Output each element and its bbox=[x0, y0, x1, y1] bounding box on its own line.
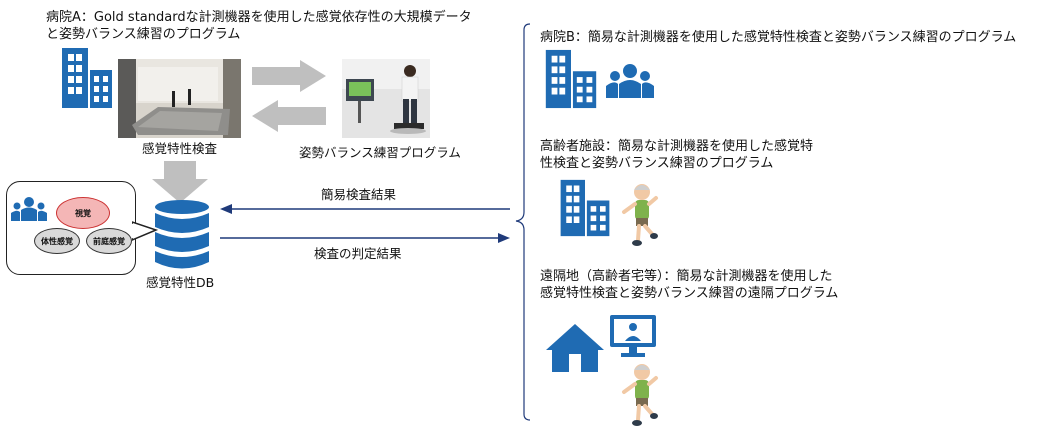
balance-training-caption: 姿勢バランス練習プログラム bbox=[299, 145, 461, 160]
judgement-result-label: 検査の判定結果 bbox=[314, 246, 402, 261]
visual-ellipse: 視覚 bbox=[56, 197, 110, 229]
simple-result-arrow bbox=[220, 204, 510, 214]
somatosensory-ellipse: 体性感覚 bbox=[34, 228, 80, 254]
visual-label: 視覚 bbox=[75, 208, 91, 218]
balance-training-photo bbox=[342, 59, 430, 138]
bubble-tail bbox=[132, 221, 158, 241]
judgement-result-arrow bbox=[220, 233, 510, 243]
group-people-icon bbox=[11, 197, 47, 221]
hospital-a-title-line2: と姿勢バランス練習のプログラム bbox=[46, 27, 241, 42]
sites-bracket bbox=[515, 23, 531, 421]
hospital-b-building-icon bbox=[545, 49, 597, 109]
down-arrow-icon bbox=[152, 161, 208, 203]
sensory-test-room-photo bbox=[118, 59, 241, 138]
hospital-b-people-icon bbox=[606, 64, 654, 98]
facility-building-icon bbox=[560, 179, 610, 237]
exchange-arrows-icon bbox=[252, 60, 326, 132]
simple-result-label: 簡易検査結果 bbox=[321, 187, 397, 202]
db-label: 感覚特性DB bbox=[146, 275, 215, 290]
facility-elderly-person-icon bbox=[622, 184, 658, 246]
site-facility-title-line1: 高齢者施設：簡易な計測機器を使用した感覚特 bbox=[540, 139, 814, 154]
site-facility-title-line2: 性検査と姿勢バランス練習のプログラム bbox=[540, 156, 774, 171]
home-icon bbox=[546, 324, 604, 372]
remote-elderly-person-icon bbox=[622, 364, 658, 426]
database-icon bbox=[155, 200, 209, 269]
remote-monitor-icon bbox=[610, 315, 656, 357]
site-hospital-b-title: 病院B：簡易な計測機器を使用した感覚特性検査と姿勢バランス練習のプログラム bbox=[540, 30, 1017, 45]
site-remote-title-line1: 遠隔地（高齢者宅等）：簡易な計測機器を使用した bbox=[540, 269, 833, 284]
hospital-building-icon bbox=[62, 48, 112, 108]
vestibular-label: 前庭感覚 bbox=[93, 236, 125, 246]
sensory-test-caption: 感覚特性検査 bbox=[142, 141, 218, 156]
site-remote-title-line2: 感覚特性検査と姿勢バランス練習の遠隔プログラム bbox=[540, 286, 839, 301]
somatosensory-label: 体性感覚 bbox=[41, 236, 73, 246]
vestibular-ellipse: 前庭感覚 bbox=[86, 228, 132, 254]
hospital-a-title-line1: 病院A：Gold standardな計測機器を使用した感覚依存性の大規模データ bbox=[46, 10, 472, 25]
